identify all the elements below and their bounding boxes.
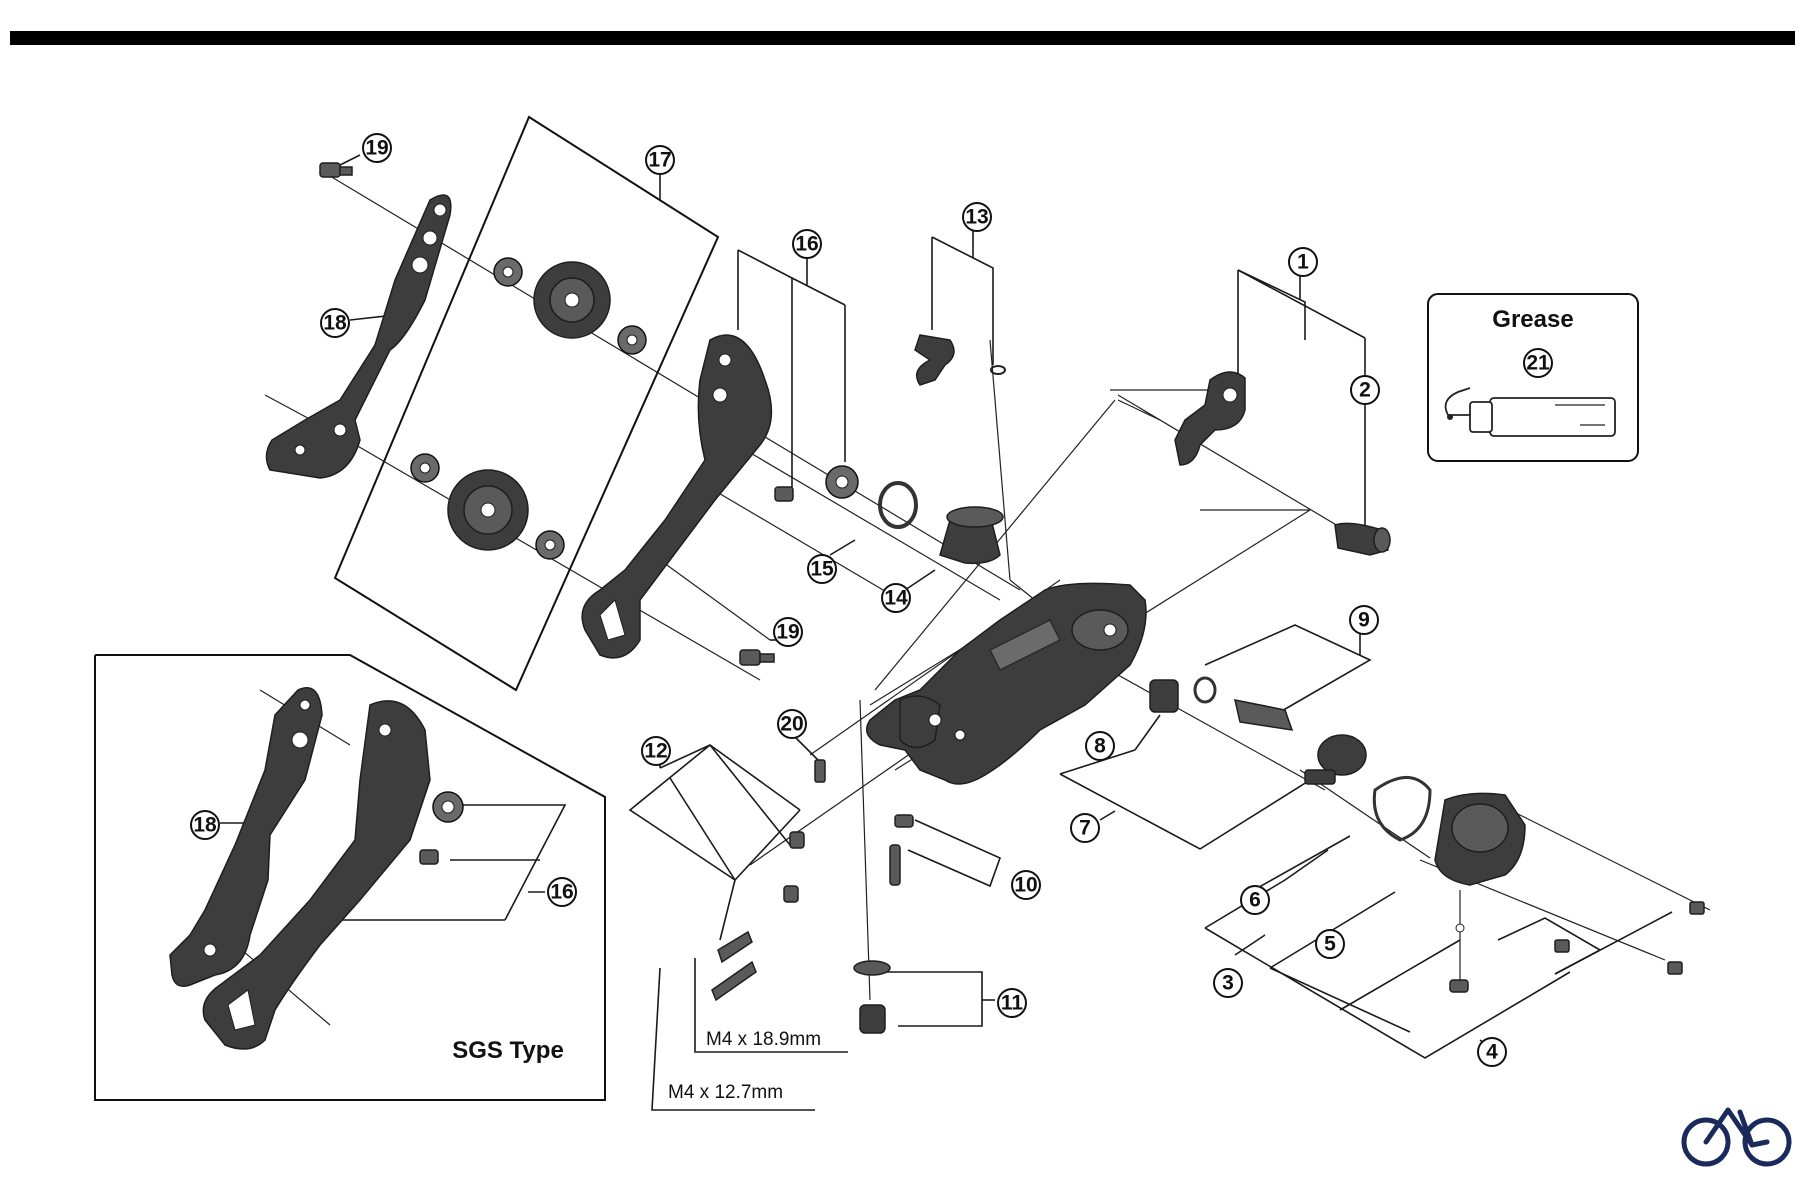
svg-text:12: 12	[644, 740, 667, 763]
callout-brackets	[220, 115, 1673, 1111]
sgs-type-label: SGS Type	[452, 1037, 564, 1064]
svg-text:18: 18	[323, 312, 347, 335]
adjust-screw	[889, 814, 914, 886]
svg-text:4: 4	[1486, 1041, 1498, 1064]
callout-18-main: 18	[320, 308, 350, 338]
clutch-axle	[1193, 676, 1294, 731]
callout-7: 7	[1070, 813, 1100, 843]
derailleur-body	[865, 582, 1147, 785]
clutch-unit	[1304, 734, 1367, 785]
svg-text:17: 17	[648, 149, 671, 172]
bolt-short-label: M4 x 12.7mm	[668, 1082, 783, 1103]
callout-20: 20	[777, 709, 807, 739]
cover-screws	[1449, 901, 1705, 993]
callout-9: 9	[1349, 605, 1379, 635]
callout-11: 11	[997, 988, 1027, 1018]
svg-text:1: 1	[1297, 251, 1309, 274]
svg-text:5: 5	[1324, 933, 1336, 956]
svg-text:16: 16	[795, 233, 818, 256]
callout-21: 21	[1523, 348, 1553, 378]
bolt-long-label: M4 x 18.9mm	[706, 1029, 821, 1050]
svg-text:19: 19	[776, 621, 799, 644]
callout-17: 17	[645, 145, 675, 175]
svg-text:19: 19	[365, 137, 388, 160]
sgs-inset-frame	[94, 654, 606, 1101]
svg-text:16: 16	[550, 881, 573, 904]
cage-hardware	[774, 465, 859, 502]
callout-8: 8	[1085, 731, 1115, 761]
tension-pulley	[410, 453, 565, 560]
plate-bolt-top	[319, 162, 353, 178]
svg-text:8: 8	[1094, 735, 1106, 758]
svg-text:2: 2	[1359, 379, 1371, 402]
svg-text:15: 15	[810, 558, 834, 581]
grease-title: Grease	[1492, 306, 1573, 333]
callout-3: 3	[1213, 968, 1243, 998]
b-tension-adjust	[1149, 679, 1179, 713]
svg-text:10: 10	[1014, 874, 1037, 897]
cable-fixing	[914, 334, 1006, 386]
grease-tube	[1444, 387, 1616, 437]
bicycle-icon	[1681, 1107, 1792, 1167]
guide-pulley	[493, 257, 647, 355]
clutch-cover	[1434, 792, 1526, 886]
svg-text:7: 7	[1079, 817, 1091, 840]
callout-19-bottom: 19	[773, 617, 803, 647]
svg-text:20: 20	[780, 713, 803, 736]
callout-4: 4	[1477, 1037, 1507, 1067]
callout-13: 13	[962, 202, 992, 232]
svg-text:3: 3	[1222, 972, 1234, 995]
plate-bolt-bottom	[739, 649, 775, 666]
callout-5: 5	[1315, 929, 1345, 959]
callout-15: 15	[807, 554, 837, 584]
seal-ring	[1372, 776, 1432, 842]
svg-text:9: 9	[1358, 609, 1370, 632]
outer-plate	[265, 194, 452, 479]
callout-14: 14	[881, 583, 911, 613]
tension-spring	[939, 506, 1004, 565]
bracket-bolt	[1334, 522, 1391, 556]
callout-1: 1	[1288, 247, 1318, 277]
inner-plate	[581, 334, 773, 659]
pivot-bolt	[853, 960, 891, 1034]
callout-12: 12	[641, 736, 671, 766]
bracket-axle-unit	[1174, 371, 1246, 466]
callout-10: 10	[1011, 870, 1041, 900]
svg-text:21: 21	[1526, 352, 1550, 375]
callout-18-sgs: 18	[190, 810, 220, 840]
spring-ring	[878, 481, 918, 529]
svg-text:14: 14	[884, 587, 908, 610]
header-rule	[10, 31, 1795, 45]
sgs-callout-brackets	[340, 804, 567, 921]
link-bolts	[711, 831, 805, 1002]
svg-text:11: 11	[1001, 992, 1024, 1015]
small-screw	[814, 759, 826, 783]
callout-16-main: 16	[792, 229, 822, 259]
svg-text:13: 13	[965, 206, 988, 229]
callout-6: 6	[1240, 885, 1270, 915]
callout-2: 2	[1350, 375, 1380, 405]
svg-text:18: 18	[193, 814, 217, 837]
svg-text:6: 6	[1249, 889, 1261, 912]
callout-19-top: 19	[362, 133, 392, 163]
callout-16-sgs: 16	[547, 877, 577, 907]
sgs-outer-plate	[169, 687, 323, 987]
sgs-inner-plate	[202, 700, 464, 1050]
